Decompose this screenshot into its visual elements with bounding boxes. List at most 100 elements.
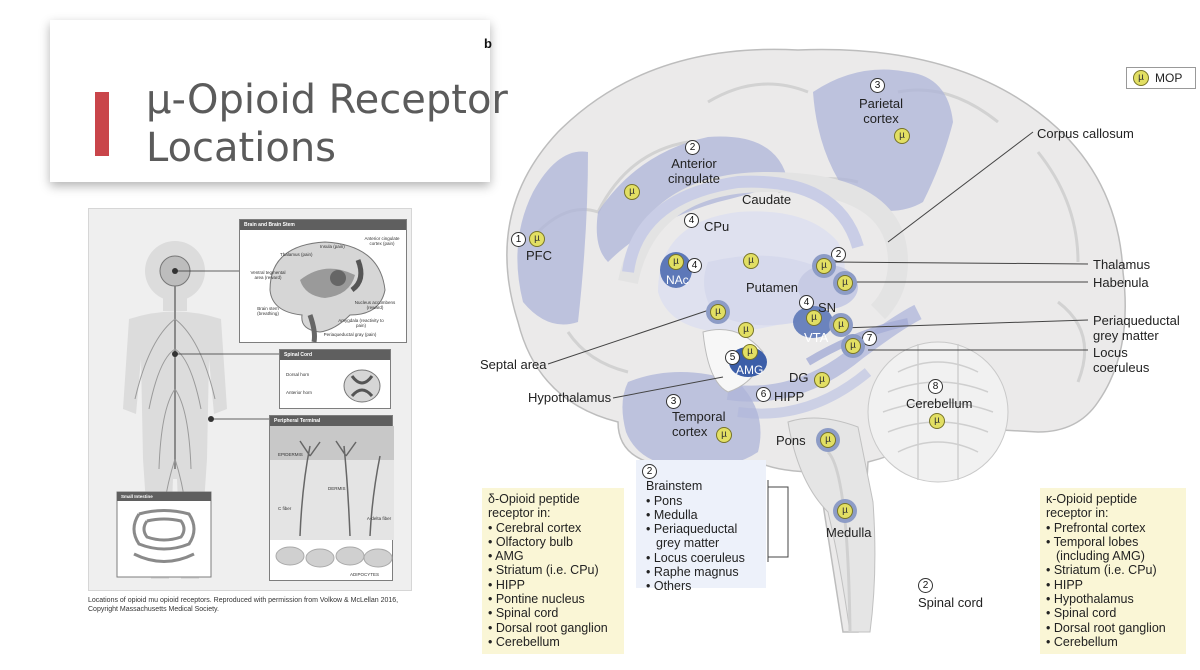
mu-sn-icon: µ [806,310,822,326]
mu-amg-icon: µ [742,344,758,360]
list-item: (including AMG) [1056,549,1145,564]
label-temporal-cortex: Temporal cortex [672,409,726,439]
number-cpu: 4 [684,213,699,228]
label-vta: VTA [804,330,829,345]
brain-label-thalamus: Thalamus (pain) [280,252,313,257]
brain-label-nac: Nucleus accumbens (reward) [354,300,396,310]
brain-label-insula: Insula (pain) [320,244,345,249]
panel-label-b: b [484,36,492,51]
slide-title: µ-Opioid Receptor Locations [146,77,508,171]
kappa-receptor-box: κ-Opioid peptide receptor in: • Prefront… [1040,488,1186,654]
list-item: • Hypothalamus [1046,592,1134,607]
list-item: • Spinal cord [488,606,559,621]
spinal-panel-title: Spinal Cord [280,350,390,360]
mu-pfc-icon: µ [529,231,545,247]
callout-septal-area: Septal area [480,357,547,372]
list-item: • Striatum (i.e. CPu) [1046,563,1157,578]
spinal-panel: Spinal Cord Dorsal horn Anterior horn [279,349,391,409]
list-item: • Raphe magnus [646,564,739,579]
label-medulla: Medulla [826,525,872,540]
brain-label-brainstem: Brain stem (breathing) [257,306,279,316]
mu-septal-icon: µ [710,304,726,320]
label-anterior-cingulate: Anterior cingulate [667,156,721,186]
brain-label-acc: Anterior cingulate cortex (pain) [364,236,400,246]
number-anterior-cingulate: 2 [685,140,700,155]
mu-pag-icon: µ [833,317,849,333]
brainstem-title: Brainstem [646,479,703,494]
number-amg: 5 [725,350,740,365]
mu-nac-icon: µ [668,254,684,270]
peripheral-label-epidermis: EPIDERMIS [278,452,303,457]
label-cerebellum: Cerebellum [906,396,973,411]
brain-label-vta: Ventral tegmental area (reward) [250,270,286,280]
list-item: • Temporal lobes [1046,534,1139,549]
delta-title-line: δ-Opioid peptide [488,492,580,506]
list-item: • Spinal cord [1046,606,1117,621]
peripheral-label-dermis: DERMIS [328,486,346,491]
legend-label: MOP [1155,71,1183,85]
mu-putamen-icon: µ [743,253,759,269]
spinal-label-dorsal: Dorsal horn [286,372,310,377]
delta-receptor-box: δ-Opioid peptide receptor in: • Cerebral… [482,488,624,654]
list-item: • Striatum (i.e. CPu) [488,563,599,578]
list-item: • Pontine nucleus [488,592,585,607]
spinal-sketch [343,369,381,403]
number-cerebellum: 8 [928,379,943,394]
label-hipp: HIPP [774,389,805,404]
number-locus: 7 [862,331,877,346]
title-accent-bar [95,92,109,156]
mu-locus-icon: µ [845,338,861,354]
number-parietal: 3 [870,78,885,93]
brain-panel-title: Brain and Brain Stem [240,220,406,230]
intestine-panel-title: Small Intestine [121,494,153,499]
brain-sketch [269,241,386,343]
callout-thalamus: Thalamus [1093,257,1151,272]
callout-corpus-callosum: Corpus callosum [1037,126,1134,141]
brain-label-amygdala: Amygdala (reactivity to pain) [338,318,384,328]
label-cpu: CPu [704,219,730,234]
kappa-title-line: receptor in: [1046,506,1109,521]
number-temporal: 3 [666,394,681,409]
label-dg: DG [789,370,809,385]
list-item: • Medulla [646,507,698,522]
number-nac: 4 [687,258,702,273]
label-putamen: Putamen [746,280,799,295]
body-figure: Brain and Brain Stem Thalamus (pain) Ins… [88,208,412,591]
list-item: • HIPP [488,577,526,592]
body-figure-caption: Locations of opioid mu opioid receptors.… [88,597,399,613]
list-item: • Dorsal root ganglion [488,620,608,635]
label-pons: Pons [776,433,806,448]
list-item: • AMG [488,549,524,564]
label-nac: NAc [666,273,689,287]
brain-diagram-drawing [506,48,1126,633]
list-item: • Others [646,579,692,594]
label-pfc: PFC [526,248,552,263]
kappa-title-line: κ-Opioid peptide [1046,492,1138,506]
mu-habenula-icon: µ [837,275,853,291]
list-item: • Prefrontal cortex [1046,520,1146,535]
legend: µ MOP [1126,67,1196,89]
peripheral-label-adelta: A-delta fiber [366,516,392,521]
brain-panel: Brain and Brain Stem Thalamus (pain) Ins… [239,219,407,343]
peripheral-panel: Peripheral Terminal EPIDERMIS DERMIS C f… [269,415,394,581]
mu-hypothalamus-icon: µ [738,322,754,338]
label-parietal-cortex: Parietal cortex [858,96,904,126]
mu-pons-icon: µ [820,432,836,448]
peripheral-label-cfiber: C fiber [278,506,292,511]
number-spinal-cord: 2 [918,578,933,593]
list-item: • Cerebral cortex [488,520,582,535]
spinal-label-anterior: Anterior horn [286,390,313,395]
mu-thalamus-icon: µ [816,258,832,274]
number-brainstem: 2 [642,464,657,480]
list-item: • Locus coeruleus [646,550,745,565]
list-item: • Pons [646,493,683,508]
peripheral-label-adipocytes: ADIPOCYTES [350,572,380,577]
number-hipp: 6 [756,387,771,402]
legend-mu-icon: µ [1133,70,1149,86]
peripheral-sketch [270,426,394,568]
list-item: • Cerebellum [488,634,560,649]
peripheral-panel-title: Peripheral Terminal [270,416,392,426]
mu-cerebellum-icon: µ [929,413,945,429]
list-item: • Periaqueductal [646,522,738,537]
label-caudate: Caudate [742,192,792,207]
